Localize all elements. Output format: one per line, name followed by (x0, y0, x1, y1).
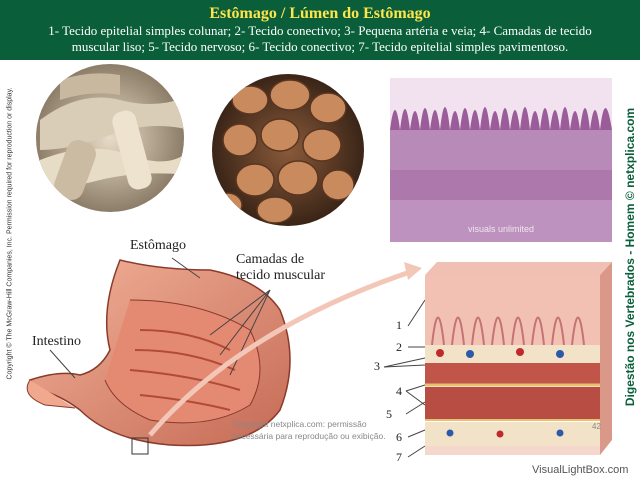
histology-micrograph (390, 78, 612, 242)
num-2: 2 (396, 340, 402, 354)
sem-micrograph-folds (36, 64, 184, 212)
header-banner: Estômago / Lúmen do Estômago 1- Tecido e… (0, 0, 640, 60)
sem-micrograph-cells (212, 74, 364, 226)
label-camadas-1: Camadas de (236, 252, 305, 267)
num-4: 4 (396, 384, 402, 398)
zoom-arrow (148, 269, 411, 437)
legend-line-2: muscular liso; 5- Tecido nervoso; 6- Tec… (71, 39, 569, 54)
num-3: 3 (374, 359, 380, 373)
page-title: Estômago / Lúmen do Estômago (209, 5, 431, 22)
pointer-lines (49, 257, 426, 458)
legend-line-1: 1- Tecido epitelial simples colunar; 2- … (48, 23, 592, 38)
watermark: VisualLightBox.com (532, 464, 629, 476)
num-1: 1 (396, 318, 402, 332)
num-7: 7 (396, 450, 402, 464)
stomach-wall-block (425, 262, 612, 455)
footer-line-2: necessária para reprodução ou exibição. (232, 431, 386, 441)
stomach-drawing (26, 259, 291, 455)
page-number: 42 (592, 422, 601, 431)
footer-copyright: Copyright netxplica.com: permissão neces… (232, 418, 412, 442)
micrograph-credit: visuals unlimited (468, 224, 535, 234)
footer-line-1: Copyright netxplica.com: permissão (232, 419, 367, 429)
label-estomago: Estômago (130, 238, 186, 253)
label-intestino: Intestino (32, 334, 81, 349)
label-camadas-2: tecido muscular (236, 268, 326, 283)
num-5: 5 (386, 407, 392, 421)
num-6: 6 (396, 430, 402, 444)
